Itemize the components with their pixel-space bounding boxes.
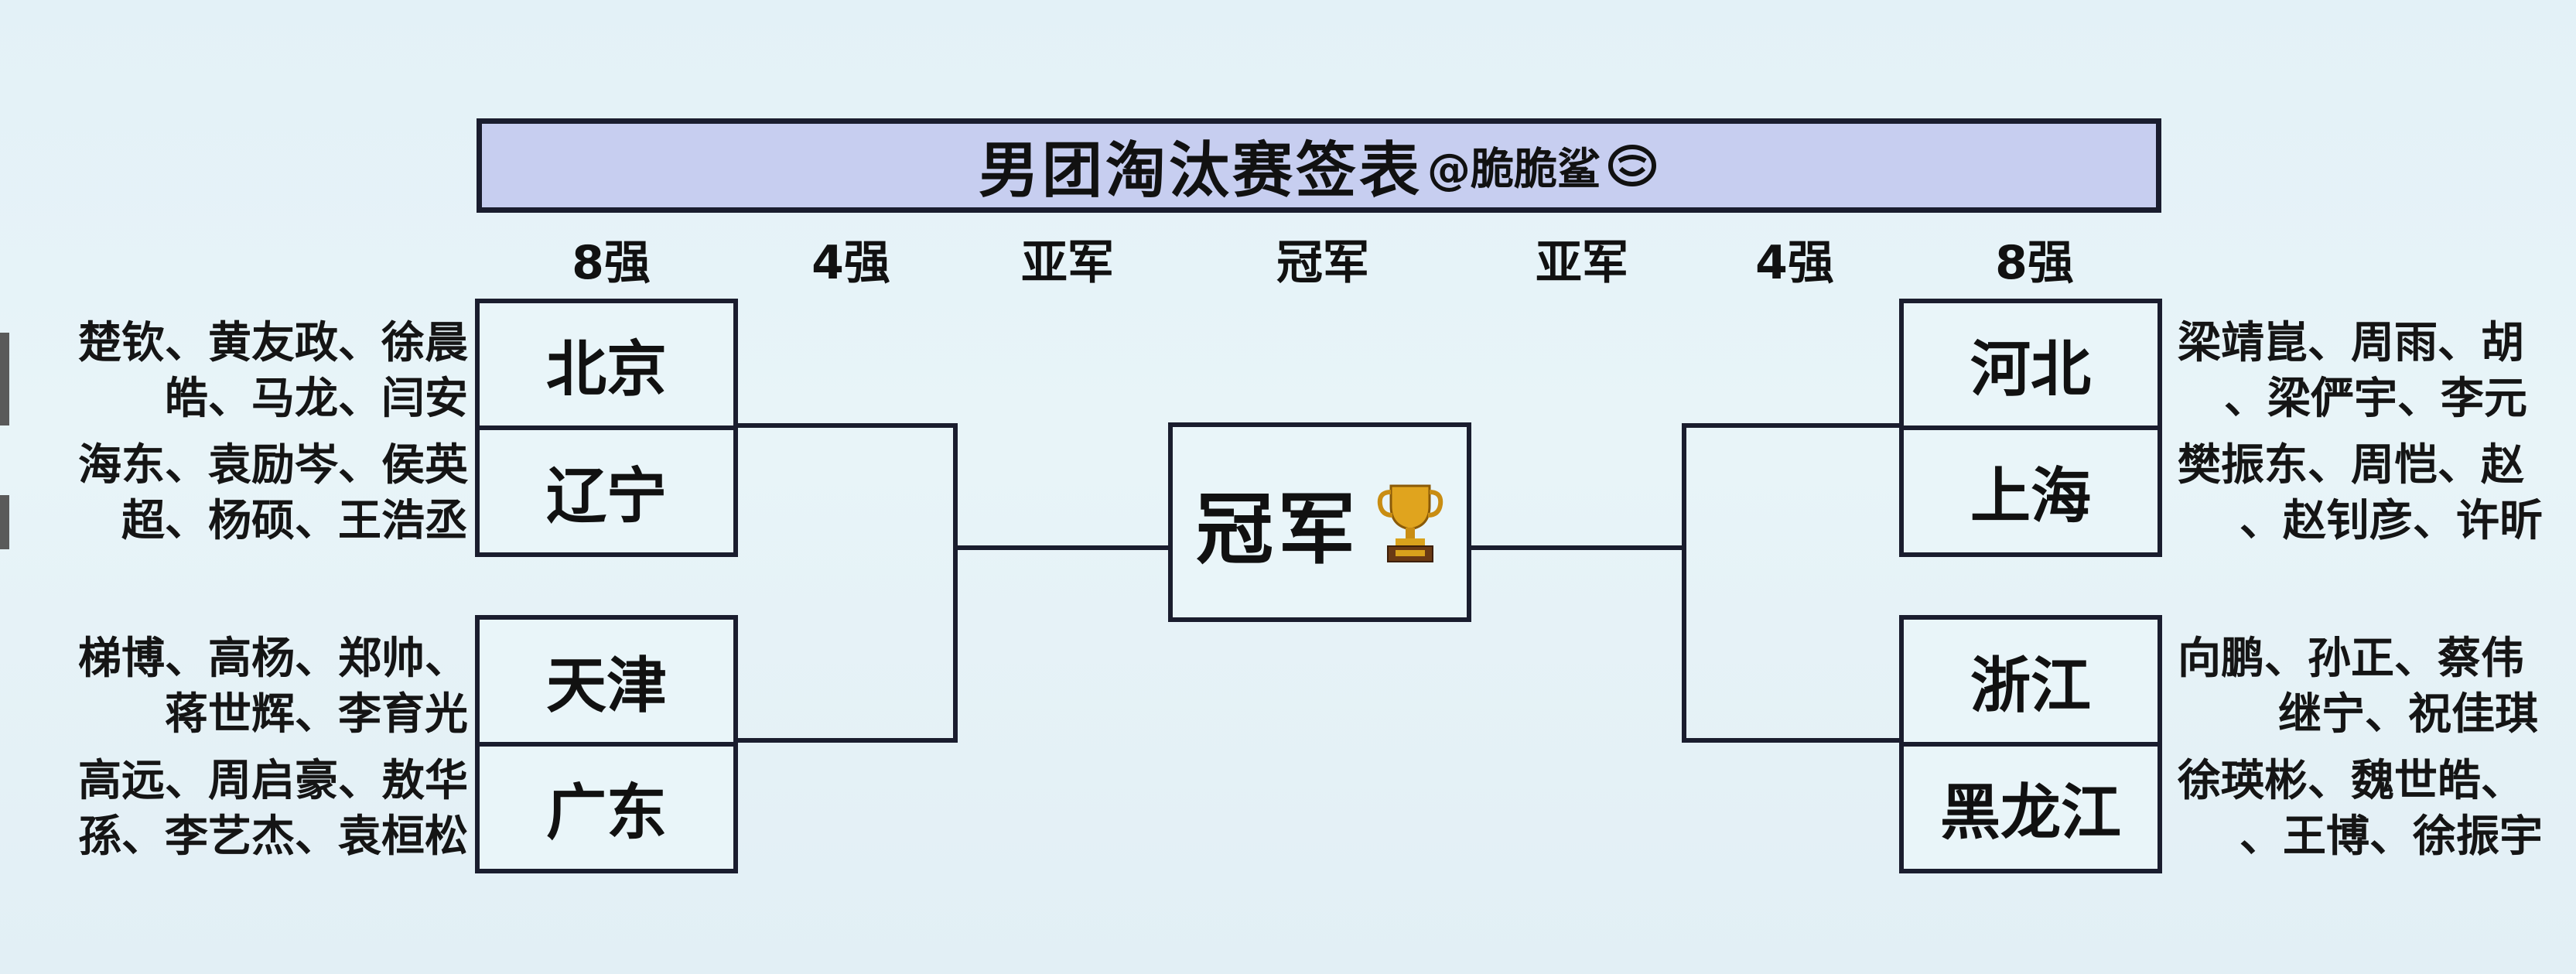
edge-mark xyxy=(0,495,9,549)
bracket-line xyxy=(1470,545,1686,550)
player-list-right: 向鹏、孙正、蔡伟 继宁、祝佳琪 xyxy=(2178,631,2538,743)
player-line: 徐瑛彬、魏世皓、 xyxy=(2178,756,2524,806)
page-title: 男团淘汰赛签表 xyxy=(978,136,1423,206)
player-line: 梁靖崑、周雨、胡 xyxy=(2178,318,2524,368)
bracket-line xyxy=(738,738,958,743)
team-pair-left-bottom: 天津 广东 xyxy=(475,615,738,873)
author-handle: @脆脆鲨 xyxy=(1427,144,1601,195)
team-pair-right-top: 河北 上海 xyxy=(1899,299,2162,557)
team-pair-right-bottom: 浙江 黑龙江 xyxy=(1899,615,2162,873)
player-line: 、梁俨宇、李元 xyxy=(2224,374,2527,424)
player-list-left: 高远、周启豪、敖华 孫、李艺杰、袁桓松 xyxy=(78,754,468,865)
player-line: 樊振东、周恺、赵 xyxy=(2178,440,2524,490)
bracket-line xyxy=(1682,738,1901,743)
round-label-left-runnerup: 亚军 xyxy=(1021,236,1114,290)
team-cell: 天津 xyxy=(545,651,667,721)
bracket-line xyxy=(953,423,958,743)
round-label-left-r4: 4强 xyxy=(811,236,890,290)
player-line: 楚钦、黄友政、徐晨 xyxy=(78,318,468,368)
bracket-line xyxy=(953,545,1170,550)
team-pair-left-top: 北京 辽宁 xyxy=(475,299,738,557)
team-cell: 黑龙江 xyxy=(1904,742,2157,869)
player-line: 向鹏、孙正、蔡伟 xyxy=(2178,634,2524,684)
round-label-left-r8: 8强 xyxy=(572,236,651,290)
player-line: 梯博、高杨、郑帅、 xyxy=(78,634,468,684)
player-line: 海东、袁励岑、侯英 xyxy=(78,440,468,490)
player-list-left: 海东、袁励岑、侯英 超、杨硕、王浩丞 xyxy=(78,438,468,549)
bracket-line xyxy=(1682,423,1901,428)
team-cell: 上海 xyxy=(1904,425,2157,552)
player-line: 、赵钊彦、许昕 xyxy=(2239,496,2543,546)
smile-emoji-icon xyxy=(1608,145,1656,186)
player-line: 、王博、徐振宇 xyxy=(2239,812,2543,862)
bracket-line xyxy=(738,423,958,428)
title-banner: 男团淘汰赛签表 @脆脆鲨 xyxy=(477,118,2161,213)
player-line: 孫、李艺杰、袁桓松 xyxy=(78,812,468,862)
player-list-right: 樊振东、周恺、赵 、赵钊彦、许昕 xyxy=(2178,438,2543,549)
team-cell: 河北 xyxy=(1970,335,2091,405)
champion-label: 冠军 xyxy=(1196,484,1360,575)
player-list-right: 徐瑛彬、魏世皓、 、王博、徐振宇 xyxy=(2178,754,2543,865)
player-list-right: 梁靖崑、周雨、胡 、梁俨宇、李元 xyxy=(2178,316,2527,427)
player-list-left: 梯博、高杨、郑帅、 蒋世辉、李育光 xyxy=(78,631,468,743)
round-label-right-r8: 8强 xyxy=(1995,236,2074,290)
player-line: 皓、马龙、闫安 xyxy=(165,374,468,424)
team-cell: 广东 xyxy=(480,742,733,869)
team-cell: 浙江 xyxy=(1970,651,2091,721)
team-cell: 辽宁 xyxy=(480,425,733,552)
round-label-right-r4: 4强 xyxy=(1755,236,1834,290)
player-list-left: 楚钦、黄友政、徐晨 皓、马龙、闫安 xyxy=(78,316,468,427)
player-line: 继宁、祝佳琪 xyxy=(2278,689,2538,740)
round-label-right-runnerup: 亚军 xyxy=(1536,236,1628,290)
player-line: 蒋世辉、李育光 xyxy=(165,689,468,740)
team-cell: 北京 xyxy=(545,335,667,405)
trophy-icon xyxy=(1377,484,1443,562)
edge-mark xyxy=(0,333,9,425)
player-line: 超、杨硕、王浩丞 xyxy=(121,496,468,546)
player-line: 高远、周启豪、敖华 xyxy=(78,756,468,806)
round-label-champion: 冠军 xyxy=(1276,236,1369,290)
champion-box: 冠军 xyxy=(1168,422,1471,622)
bracket-line xyxy=(1682,423,1686,743)
